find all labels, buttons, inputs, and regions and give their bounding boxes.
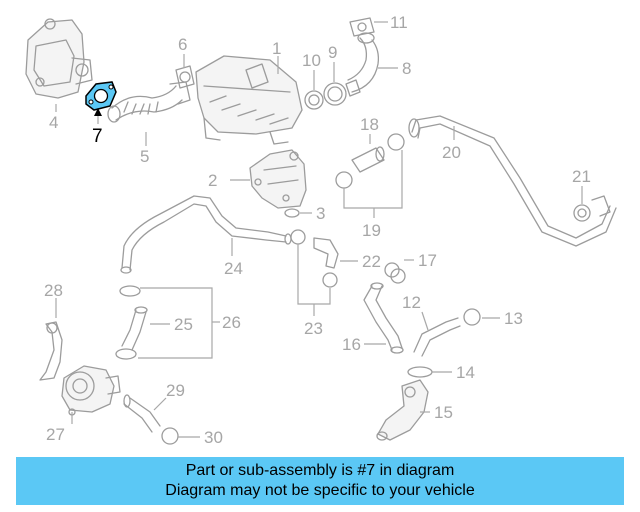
part-11-gasket xyxy=(349,17,375,37)
callout-11: 11 xyxy=(390,13,408,32)
part-16-hose xyxy=(363,282,404,354)
callout-4: 4 xyxy=(49,113,58,132)
callout-19: 19 xyxy=(362,221,381,240)
part-13-clamp xyxy=(463,308,481,326)
callout-28: 28 xyxy=(44,281,63,300)
callout-15: 15 xyxy=(434,403,453,422)
part-21-gasket xyxy=(573,195,611,222)
part-3-oring xyxy=(284,208,300,218)
part-4-egr-valve xyxy=(25,18,93,99)
callout-6: 6 xyxy=(178,35,187,54)
part-28-bracket xyxy=(39,321,63,381)
part-8-hose xyxy=(345,32,380,97)
callout-2: 2 xyxy=(208,171,217,190)
callout-26: 26 xyxy=(222,313,241,332)
part-29-hose xyxy=(123,394,161,433)
callout-18: 18 xyxy=(360,115,379,134)
callout-9: 9 xyxy=(328,43,337,62)
part-5-egr-pipe xyxy=(107,81,191,123)
callout-29: 29 xyxy=(166,381,185,400)
part-10-seal xyxy=(304,90,324,110)
callout-24: 24 xyxy=(224,259,243,278)
part-2-bracket xyxy=(249,149,307,209)
callout-1: 1 xyxy=(272,39,281,58)
callout-30: 30 xyxy=(204,428,223,447)
callout-21: 21 xyxy=(572,167,591,186)
callout-3: 3 xyxy=(316,204,325,223)
callout-14: 14 xyxy=(456,363,475,382)
part-26-clamps xyxy=(115,285,141,360)
part-14-clamp xyxy=(407,366,433,378)
part-30-clamp xyxy=(161,427,179,445)
callout-13: 13 xyxy=(504,309,523,328)
callout-22: 22 xyxy=(362,252,381,271)
callout-25: 25 xyxy=(174,315,193,334)
part-18-hose xyxy=(351,146,385,173)
callout-10: 10 xyxy=(302,51,321,70)
part-20-pipe xyxy=(408,115,617,247)
callout-23: 23 xyxy=(304,319,323,338)
part-9-clamp xyxy=(323,82,347,106)
part-24-pipe xyxy=(120,195,292,274)
banner-line-disclaimer: Diagram may not be specific to your vehi… xyxy=(165,482,475,499)
part-1-egr-cooler xyxy=(195,55,303,145)
part-12-hose xyxy=(413,317,461,357)
callout-5: 5 xyxy=(140,147,149,166)
parts-diagram: 1 2 3 4 5 6 7 8 9 10 11 12 13 14 15 16 1… xyxy=(25,13,617,447)
callout-17: 17 xyxy=(418,251,437,270)
part-7-gasket[interactable] xyxy=(85,81,117,111)
info-banner: Part or sub-assembly is #7 in diagram Di… xyxy=(16,457,624,505)
part-22-hose xyxy=(313,237,339,269)
part-27-water-pump xyxy=(61,365,121,416)
banner-line-part: Part or sub-assembly is #7 in diagram xyxy=(185,462,455,479)
callout-7-arrowhead xyxy=(94,108,102,116)
leader-lines xyxy=(55,21,583,438)
part-25-hose xyxy=(121,306,148,351)
callout-7[interactable]: 7 xyxy=(92,126,103,147)
callout-labels: 1 2 3 4 5 6 7 8 9 10 11 12 13 14 15 16 1… xyxy=(44,13,591,447)
part-15-flange xyxy=(376,379,429,441)
callout-8: 8 xyxy=(402,59,411,78)
callout-12: 12 xyxy=(402,293,421,312)
callout-27: 27 xyxy=(46,425,65,444)
callout-16: 16 xyxy=(342,335,361,354)
callout-20: 20 xyxy=(442,143,461,162)
part-6-gasket xyxy=(175,65,195,89)
part-17-clamp xyxy=(384,262,406,284)
